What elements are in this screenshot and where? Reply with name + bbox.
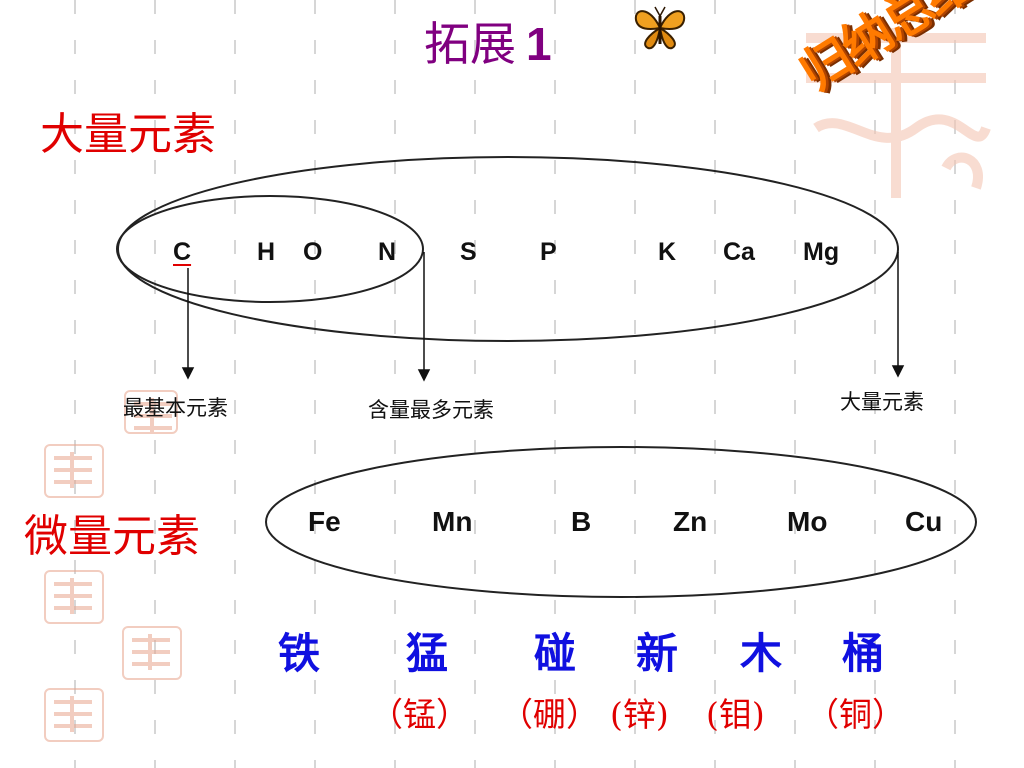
micro-element: Mo (787, 506, 828, 537)
macro-heading: 大量元素 (40, 109, 216, 160)
macro-element: S (460, 238, 477, 266)
butterfly-icon (634, 6, 686, 50)
mnemonic-char: 桶 (842, 629, 885, 678)
title-number: 1 (526, 18, 552, 70)
macro-element: Mg (803, 238, 840, 266)
macro-element: O (303, 238, 323, 266)
macro-element: P (540, 238, 557, 266)
mnemonic-char: 碰 (534, 629, 577, 678)
macro-element: N (378, 238, 397, 266)
title-text: 拓展 (424, 17, 516, 71)
mnemonic-char: 猛 (406, 629, 449, 678)
label-basic-element: 最基本元素 (123, 396, 228, 420)
summary-badge: 归纳总结 (776, 0, 1016, 208)
mnemonic-note: （锰） (370, 695, 469, 734)
label-most-element: 含量最多元素 (368, 398, 494, 422)
micro-ellipse (265, 446, 977, 598)
micro-element: Zn (673, 506, 708, 537)
mnemonic-note: （硼） (500, 695, 599, 734)
seal-stamp-icon (124, 390, 178, 434)
micro-element: Cu (905, 506, 943, 537)
macro-outer-ellipse (117, 156, 899, 342)
macro-element: Ca (723, 238, 755, 266)
micro-heading: 微量元素 (24, 511, 200, 562)
macro-inner-ellipse (116, 195, 424, 303)
micro-diagram (265, 446, 977, 598)
badge-decoration (806, 28, 991, 198)
macro-diagram (116, 156, 905, 382)
micro-element: B (571, 506, 592, 537)
macro-element: C (173, 238, 192, 266)
mnemonic-char: 木 (740, 629, 783, 678)
mnemonic-note: (钼) (706, 695, 765, 734)
macro-element: K (658, 238, 677, 266)
mnemonic-char: 新 (636, 629, 679, 678)
seal-stamp-icon (44, 570, 104, 624)
mnemonic-note: (锌) (610, 695, 669, 734)
seal-stamp-icon (44, 444, 104, 498)
micro-element: Fe (308, 506, 341, 537)
micro-element: Mn (432, 506, 473, 537)
label-major-element: 大量元素 (840, 390, 924, 414)
seal-stamp-icon (122, 626, 182, 680)
mnemonic-note: （铜） (806, 695, 905, 734)
macro-element: H (257, 238, 276, 266)
mnemonic-char: 铁 (278, 629, 321, 678)
seal-stamp-icon (44, 688, 104, 742)
